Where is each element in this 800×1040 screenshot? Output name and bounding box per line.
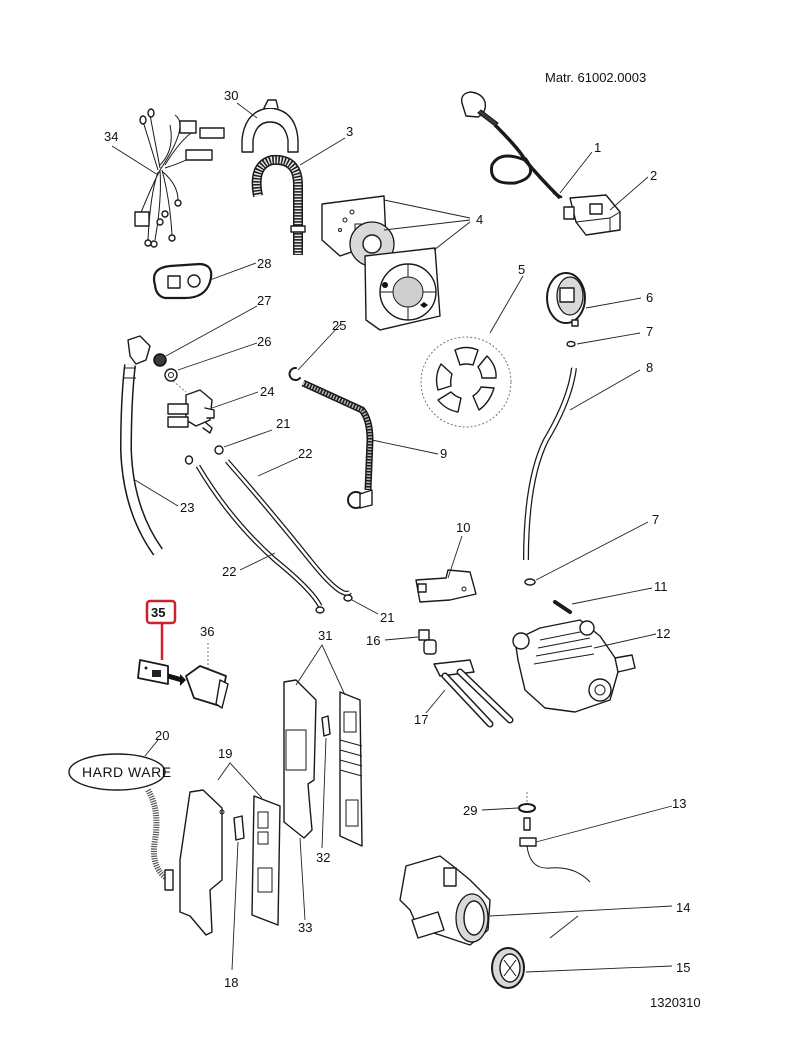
callout-15: 15	[676, 960, 690, 975]
part-13-ntc-sensor[interactable]	[519, 817, 591, 883]
part-36-programming-connector[interactable]	[167, 665, 229, 709]
callout-22a: 22	[298, 446, 312, 461]
callout-8: 8	[646, 360, 653, 375]
callout-26: 26	[257, 334, 271, 349]
part-34-wiring-harness[interactable]	[134, 108, 225, 248]
callout-25: 25	[332, 318, 346, 333]
callout-31: 31	[318, 628, 332, 643]
callout-1: 1	[594, 140, 601, 155]
callout-21b: 21	[380, 610, 394, 625]
part-25-clip[interactable]	[288, 367, 301, 381]
part-24-solenoid-valve[interactable]	[167, 389, 215, 434]
callout-9: 9	[440, 446, 447, 461]
callout-12: 12	[656, 626, 670, 641]
callout-20: 20	[155, 728, 169, 743]
callout-16: 16	[366, 633, 380, 648]
part-29-o-ring[interactable]	[518, 803, 536, 813]
part-21-clip-lower[interactable]	[315, 594, 353, 614]
part-8-pressure-hose[interactable]	[523, 367, 577, 561]
callout-2: 2	[650, 168, 657, 183]
material-code: Matr. 61002.0003	[545, 70, 646, 85]
part-7-clamp-upper[interactable]	[566, 340, 576, 348]
callout-14: 14	[676, 900, 690, 915]
part-18-display-board[interactable]	[233, 815, 245, 841]
part-9-hose[interactable]	[301, 379, 374, 509]
part-14-drain-pump[interactable]	[399, 855, 491, 946]
callout-27: 27	[257, 293, 271, 308]
callout-18: 18	[224, 975, 238, 990]
callout-17: 17	[414, 712, 428, 727]
callout-34: 34	[104, 129, 118, 144]
part-27-gasket[interactable]	[153, 353, 167, 367]
drawing-number: 1320310	[650, 995, 701, 1010]
part-7-clamp-lower[interactable]	[524, 578, 536, 586]
callout-19: 19	[218, 746, 232, 761]
part-20-wiring[interactable]: HARD WARE	[68, 753, 174, 891]
highlight-box-35	[145, 599, 177, 625]
part-30-hose-guide[interactable]	[241, 99, 299, 153]
callout-11: 11	[654, 579, 668, 594]
callout-28: 28	[257, 256, 271, 271]
part-19-electronic-board-cover[interactable]	[179, 789, 225, 936]
part-32-eeprom[interactable]	[321, 715, 331, 737]
part-28-grommet[interactable]	[152, 262, 213, 300]
part-33-board-cover[interactable]	[283, 679, 317, 839]
part-23-inlet-hose[interactable]	[119, 335, 163, 556]
callout-36: 36	[200, 624, 214, 639]
part-4-control-panel[interactable]	[321, 195, 441, 331]
callout-23: 23	[180, 500, 194, 515]
part-15-pump-filter[interactable]	[491, 947, 525, 989]
part-19-electronic-board[interactable]	[251, 795, 281, 926]
part-5-button-set[interactable]	[420, 336, 512, 428]
callout-22b: 22	[222, 564, 236, 579]
callout-33: 33	[298, 920, 312, 935]
callout-13: 13	[672, 796, 686, 811]
callout-35: 35	[151, 605, 165, 620]
part-10-door-interlock[interactable]	[415, 569, 477, 603]
callout-29: 29	[463, 803, 477, 818]
part-22-hose-a[interactable]	[225, 459, 352, 596]
callout-4: 4	[476, 212, 483, 227]
part-17-heating-element[interactable]	[433, 659, 514, 728]
callout-10: 10	[456, 520, 470, 535]
callout-30: 30	[224, 88, 238, 103]
callout-7a: 7	[646, 324, 653, 339]
part-12-motor[interactable]	[512, 619, 636, 713]
part-31-electronic-board[interactable]	[339, 691, 363, 847]
callout-32: 32	[316, 850, 330, 865]
callout-24: 24	[260, 384, 274, 399]
part-2-power-cord[interactable]	[460, 91, 621, 236]
part-11-screw[interactable]	[553, 600, 572, 614]
part-16-ntc[interactable]	[418, 629, 437, 655]
callout-21a: 21	[276, 416, 290, 431]
part-22-hose-b[interactable]	[195, 464, 323, 608]
part-21-clip-upper[interactable]	[184, 445, 224, 465]
callout-5: 5	[518, 262, 525, 277]
hardware-label: HARD WARE	[82, 764, 172, 780]
callout-6: 6	[646, 290, 653, 305]
callout-3: 3	[346, 124, 353, 139]
part-35-eeprom-key[interactable]	[137, 659, 169, 685]
part-26-filter[interactable]	[164, 368, 178, 382]
part-3-drain-hose[interactable]	[251, 154, 306, 255]
callout-7b: 7	[652, 512, 659, 527]
part-6-pressure-switch[interactable]	[546, 272, 586, 327]
